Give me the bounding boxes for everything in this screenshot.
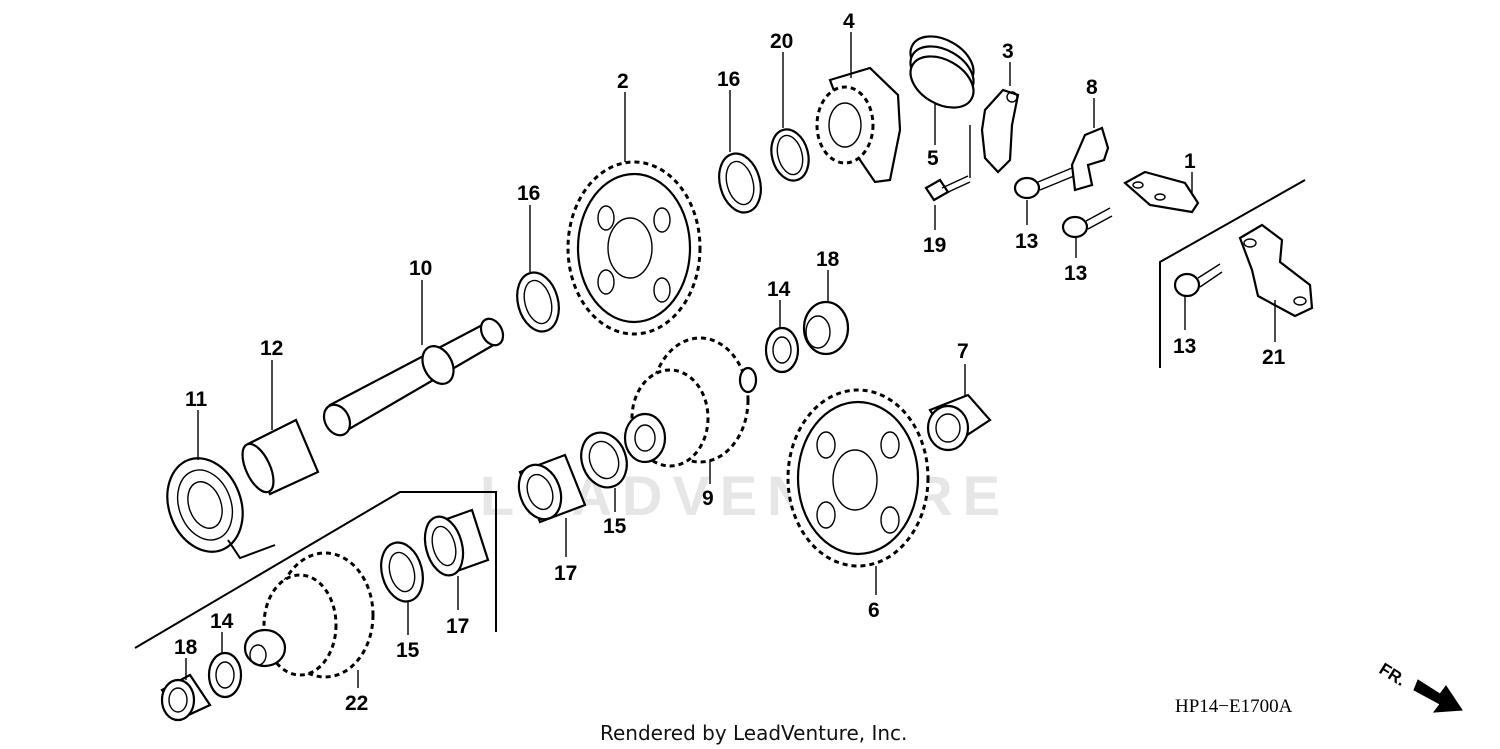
bolt-13-c[interactable] (1173, 263, 1223, 298)
bolt-13-b[interactable] (1061, 207, 1113, 239)
callout-1[interactable]: 1 (1184, 150, 1196, 173)
arrow-icon (1413, 679, 1463, 713)
part-7-bushing[interactable] (926, 393, 992, 452)
callout-16-upper[interactable]: 16 (717, 68, 740, 91)
callout-16-lower[interactable]: 16 (517, 182, 540, 205)
callout-14-lower[interactable]: 14 (210, 610, 234, 633)
part-17-bearing-lower[interactable] (419, 508, 490, 580)
callout-19[interactable]: 19 (923, 234, 946, 257)
part-14-washer-upper[interactable] (764, 326, 800, 374)
callout-6[interactable]: 6 (868, 599, 880, 622)
callout-17-lower[interactable]: 17 (446, 615, 469, 638)
callout-20[interactable]: 20 (770, 30, 793, 53)
credit-line: Rendered by LeadVenture, Inc. (600, 721, 907, 745)
bolt-19[interactable] (924, 175, 971, 202)
callout-18-lower[interactable]: 18 (174, 636, 198, 659)
callout-5[interactable]: 5 (927, 147, 939, 170)
leader-lines (185, 32, 1276, 688)
part-15-washer-upper[interactable] (574, 426, 634, 494)
part-2-gear[interactable] (566, 160, 702, 336)
part-10-shaft[interactable] (319, 315, 508, 440)
callout-18-upper[interactable]: 18 (816, 248, 840, 271)
callout-8[interactable]: 8 (1086, 76, 1098, 99)
part-14-washer-lower[interactable] (207, 651, 243, 699)
part-11-spring[interactable] (155, 448, 276, 563)
callout-12[interactable]: 12 (260, 337, 283, 360)
callout-14-upper[interactable]: 14 (767, 278, 791, 301)
part-6-gear[interactable] (786, 388, 930, 568)
part-12-collar[interactable] (236, 418, 320, 497)
callout-7[interactable]: 7 (957, 340, 969, 363)
part-1-plate[interactable] (1123, 170, 1200, 214)
direction-label: FR. (1376, 659, 1409, 690)
part-20-circlip[interactable] (766, 125, 814, 185)
callout-3[interactable]: 3 (1002, 40, 1014, 63)
part-16-washer-lower[interactable] (511, 268, 565, 336)
part-22-gear[interactable] (243, 551, 375, 679)
callout-4[interactable]: 4 (843, 10, 855, 33)
callout-11[interactable]: 11 (185, 388, 208, 411)
callout-15-upper[interactable]: 15 (603, 515, 627, 538)
part-5-spring[interactable] (902, 26, 983, 118)
callout-13-b[interactable]: 13 (1064, 262, 1087, 285)
callout-22[interactable]: 22 (345, 692, 368, 715)
part-9-gear[interactable] (623, 336, 758, 468)
section-lines (134, 179, 1306, 649)
callout-10[interactable]: 10 (409, 257, 432, 280)
part-8-bracket[interactable] (1070, 126, 1110, 192)
callout-13-c[interactable]: 13 (1173, 335, 1196, 358)
callout-17-upper[interactable]: 17 (554, 562, 577, 585)
callout-2[interactable]: 2 (617, 70, 629, 93)
part-16-washer-upper[interactable] (713, 149, 767, 217)
front-direction-arrow: FR. (1376, 659, 1463, 713)
part-17-bearing-upper[interactable] (512, 453, 587, 525)
part-18-bearing-lower[interactable] (160, 673, 212, 722)
callout-labels: 1 2 3 4 5 6 7 8 9 10 11 12 13 13 13 14 1… (174, 10, 1286, 715)
part-18-bearing-upper[interactable] (802, 300, 850, 356)
callout-9[interactable]: 9 (702, 487, 714, 510)
part-4-ratchet[interactable] (815, 66, 902, 184)
callout-21[interactable]: 21 (1262, 346, 1286, 369)
part-15-washer-lower[interactable] (375, 538, 429, 606)
bolt-13-a[interactable] (1013, 167, 1075, 200)
part-21-bracket[interactable] (1238, 223, 1314, 318)
callout-13-a[interactable]: 13 (1015, 230, 1038, 253)
callout-15-lower[interactable]: 15 (396, 639, 420, 662)
part-3-bracket[interactable] (969, 88, 1020, 178)
diagram-code: HP14−E1700A (1175, 696, 1293, 717)
